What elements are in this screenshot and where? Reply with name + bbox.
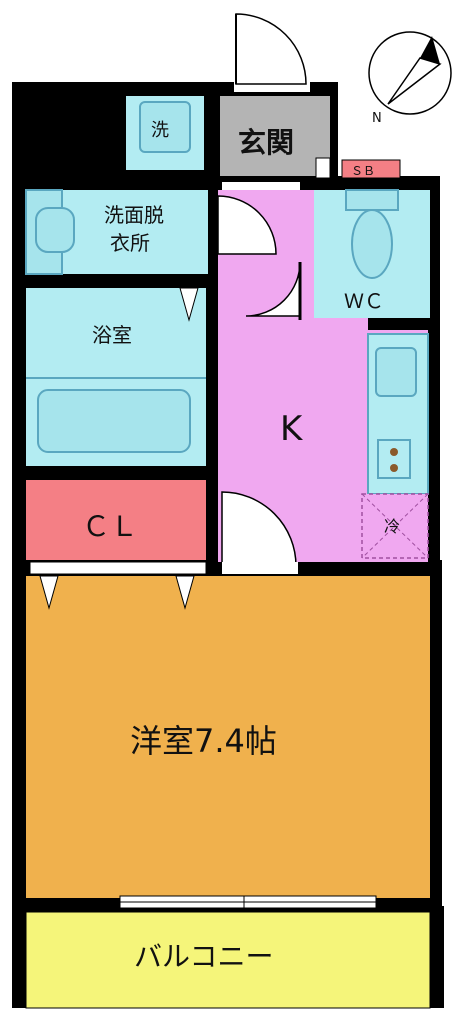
toilet-bowl (351, 209, 393, 279)
dressing-room-label-line1: 洗面脱 (104, 203, 164, 227)
compass-needle (420, 36, 440, 64)
kitchen-label: K (280, 409, 304, 449)
dressing-door-swing (217, 195, 277, 255)
wall-balcony-left (12, 906, 26, 1008)
compass-north-label: N (372, 111, 382, 126)
fridge-label: 冷 (384, 517, 400, 536)
kitchen-sink (375, 347, 417, 397)
bath-door-marker (179, 287, 199, 322)
entrance-step-door (315, 157, 331, 179)
entrance-label: 玄関 (238, 126, 294, 159)
entrance-door (234, 13, 310, 92)
room-doorway (222, 562, 298, 574)
stove-burner-2 (390, 464, 398, 472)
dressing-room-label-line2: 衣所 (110, 231, 150, 255)
shoe-box (341, 159, 401, 179)
western-room (26, 576, 430, 898)
bathtub (37, 389, 191, 453)
compass-needle-tail (387, 57, 442, 105)
compass: N (368, 31, 452, 126)
closet (26, 480, 206, 560)
closet-door-marker-left (39, 575, 59, 610)
washing-machine-box (139, 101, 191, 153)
washbasin-bowl (35, 207, 75, 253)
toilet-tank (345, 189, 399, 211)
closet-door-marker-right (175, 575, 195, 610)
stove-burner-1 (390, 448, 398, 456)
balcony-window (119, 895, 377, 909)
balcony (25, 911, 431, 1009)
closet-door-strip (29, 561, 207, 575)
kitchen-stove (377, 439, 411, 479)
bathroom-label: 浴室 (92, 323, 132, 347)
western-room-label: 洋室7.4帖 (130, 722, 277, 760)
wall-balcony-right (430, 906, 444, 1008)
closet-label: ＣＬ (82, 510, 138, 543)
balcony-label: バルコニー (134, 940, 273, 973)
washing-machine-label: 洗 (151, 120, 169, 141)
entrance-floor (220, 96, 330, 176)
wc-label: ＷＣ (344, 289, 384, 313)
shoe-box-label: ＳＢ (351, 164, 375, 178)
